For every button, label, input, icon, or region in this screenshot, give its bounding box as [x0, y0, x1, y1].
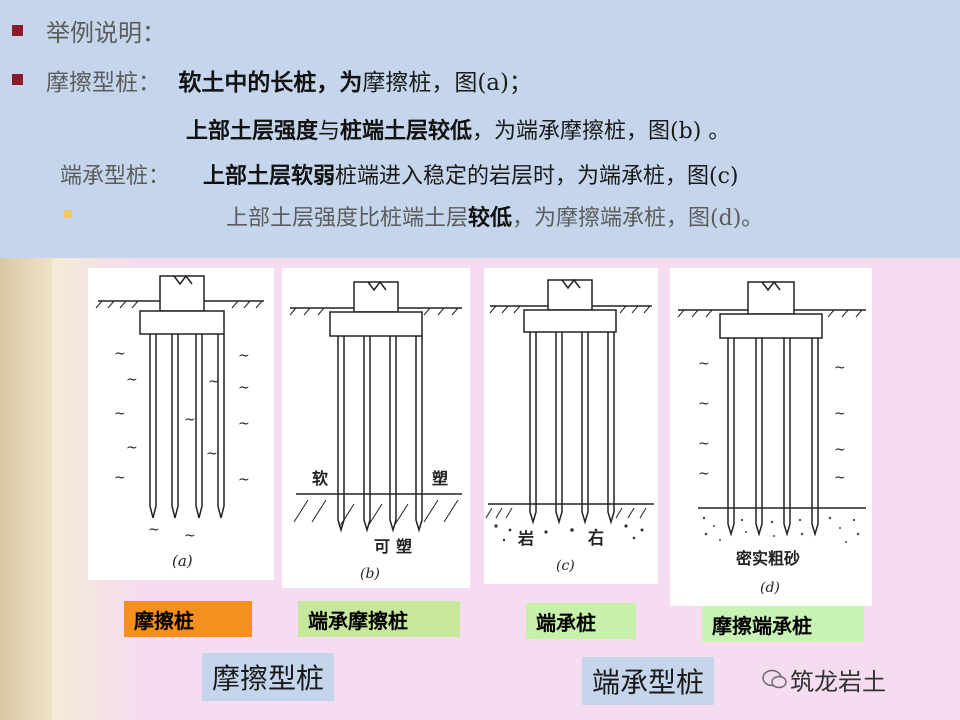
svg-text:~: ~ — [834, 360, 846, 376]
bullet-icon — [12, 74, 23, 85]
line-rest: 摩擦桩，图(a)； — [362, 70, 532, 96]
line-friction-end: 上部土层强度比桩端土层较低，为摩擦端承桩，图(d)。 — [226, 200, 763, 232]
figure-d-diagram: ~ ~ ~ ~ ~ ~ ~ ~ 密实粗砂 (d) — [677, 280, 866, 596]
line-prefix: 摩擦型桩： — [46, 70, 161, 96]
line-mid: 与 — [318, 119, 341, 144]
label-end-bearing-type: 端承型桩 — [582, 657, 715, 705]
svg-text:~: ~ — [114, 406, 126, 422]
line-end-friction: 上部土层强度与桩端土层较低，为端承摩擦桩，图(b) 。 — [186, 113, 730, 145]
line-prefix: 端承型桩： — [60, 164, 171, 189]
plastic-soil-right: 塑 — [396, 537, 412, 556]
svg-text:~: ~ — [834, 406, 846, 422]
label-friction-type: 摩擦型桩 — [202, 653, 335, 701]
svg-text:~: ~ — [114, 346, 126, 362]
figure-c-diagram: 岩 石 (c) — [485, 278, 654, 574]
label-friction-end-pile: 摩擦端承桩 — [702, 606, 864, 642]
rock-left: 岩 — [517, 529, 534, 548]
rock-right: 石 — [587, 529, 604, 548]
dense-sand-label: 密实粗砂 — [735, 549, 800, 568]
label-end-bearing-pile: 端承桩 — [526, 603, 636, 639]
line-bold: 软土中的长桩，为 — [178, 70, 363, 96]
svg-text:~: ~ — [698, 356, 710, 372]
svg-text:~: ~ — [126, 440, 138, 456]
bullet-icon — [12, 25, 23, 36]
label-friction-pile: 摩擦桩 — [124, 601, 252, 637]
line-end-bearing: 端承型桩： 上部土层软弱桩端进入稳定的岩层时，为端承桩，图(c) — [60, 158, 739, 190]
plastic-soil-left: 可 — [374, 537, 390, 556]
line-friction-pile: 摩擦型桩： 软土中的长桩，为摩擦桩，图(a)； — [46, 63, 532, 97]
figure-c-caption: (c) — [556, 558, 575, 574]
bullet-icon — [64, 210, 72, 218]
svg-text:~: ~ — [206, 446, 218, 462]
figure-a-caption: (a) — [172, 552, 193, 570]
svg-text:~: ~ — [698, 466, 710, 482]
wechat-icon — [762, 668, 788, 694]
soft-soil-left: 软 — [312, 469, 328, 488]
decorative-band — [0, 258, 52, 720]
figure-d-panel: ~ ~ ~ ~ ~ ~ ~ ~ 密实粗砂 (d) — [670, 268, 872, 606]
figure-a-panel: ~~~~ ~~~~ ~~~~ ~~ (a) — [88, 268, 274, 580]
line-bold: 上部土层强度 — [186, 119, 319, 144]
svg-text:~: ~ — [834, 470, 846, 486]
figure-c-panel: 岩 石 (c) — [484, 268, 658, 584]
soft-soil-right: 塑 — [432, 469, 448, 488]
svg-text:~: ~ — [698, 396, 710, 412]
watermark-text: 筑龙岩土 — [790, 668, 886, 696]
text-panel — [0, 0, 960, 258]
figure-b-caption: (b) — [360, 566, 380, 582]
svg-text:~: ~ — [834, 442, 846, 458]
svg-text:~: ~ — [208, 374, 220, 390]
svg-text:~: ~ — [238, 380, 250, 396]
svg-text:~: ~ — [238, 348, 250, 364]
svg-text:~: ~ — [184, 412, 196, 428]
figure-d-caption: (d) — [760, 580, 780, 596]
svg-text:~: ~ — [114, 470, 126, 486]
line-bold: 较低 — [468, 206, 513, 231]
svg-text:~: ~ — [238, 416, 250, 432]
heading-example: 举例说明： — [46, 19, 166, 47]
line-rest: ，为摩擦端承桩，图(d)。 — [512, 206, 764, 231]
figure-a-diagram: ~~~~ ~~~~ ~~~~ ~~ (a) — [95, 274, 264, 570]
svg-text:~: ~ — [698, 436, 710, 452]
figure-b-diagram: 软 塑 可 塑 (b) — [289, 280, 462, 582]
svg-text:~: ~ — [238, 472, 250, 488]
line-bold: 桩端土层较低 — [340, 119, 473, 144]
svg-text:~: ~ — [126, 372, 138, 388]
svg-text:~: ~ — [184, 528, 196, 544]
svg-text:~: ~ — [148, 522, 160, 538]
figure-b-panel: 软 塑 可 塑 (b) — [282, 268, 470, 588]
line-text: 上部土层强度比桩端土层 — [226, 206, 469, 231]
line-bold: 上部土层软弱 — [203, 164, 336, 189]
line-rest: 桩端进入稳定的岩层时，为端承桩，图(c) — [335, 164, 739, 189]
label-end-friction-pile: 端承摩擦桩 — [298, 601, 460, 637]
line-rest: ，为端承摩擦桩，图(b) 。 — [472, 119, 731, 144]
